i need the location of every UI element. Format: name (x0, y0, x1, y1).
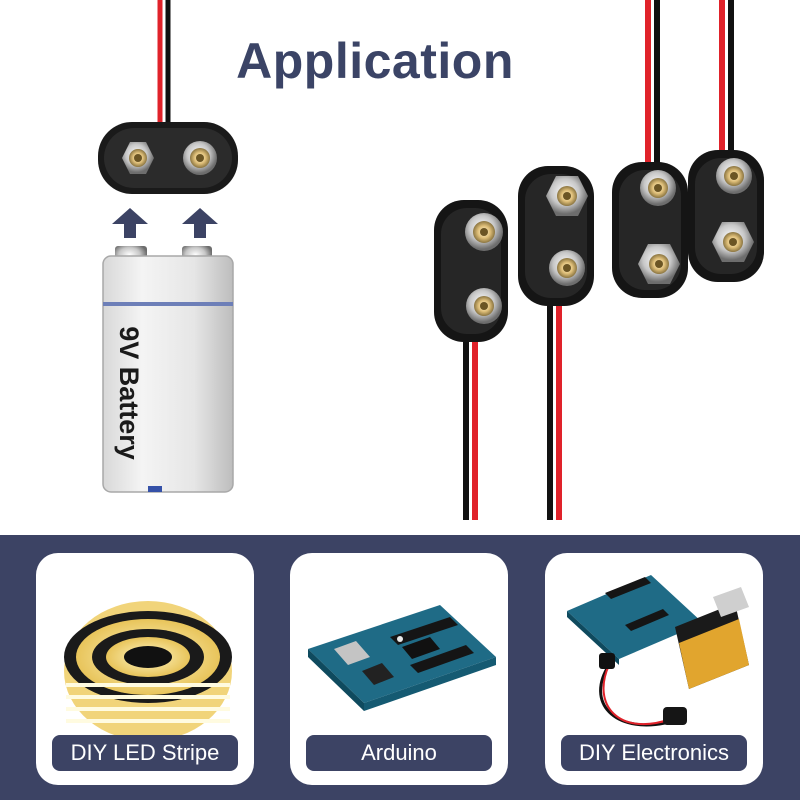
led-strip-reel-icon (64, 601, 232, 741)
battery-clip-top (98, 122, 238, 194)
application-card-led: DIY LED Stripe (36, 553, 254, 785)
application-label-electronics: DIY Electronics (561, 735, 747, 771)
battery-9v (102, 246, 234, 493)
battery-label-container: 9V Battery (114, 326, 144, 460)
battery-clip-4 (688, 0, 764, 282)
application-label-led: DIY LED Stripe (52, 735, 238, 771)
clip-wires-left (157, 0, 171, 125)
battery-clip-1 (434, 200, 508, 520)
application-label-arduino: Arduino (306, 735, 492, 771)
arrow-up-icon (112, 208, 218, 238)
application-card-electronics: DIY Electronics (545, 553, 763, 785)
battery-clip-2 (518, 166, 594, 520)
battery-label: 9V Battery (114, 326, 144, 460)
battery-clip-illustration (98, 0, 764, 520)
battery-clip-3 (612, 0, 688, 298)
application-card-arduino: Arduino (290, 553, 508, 785)
page-title: Application (236, 33, 514, 89)
arduino-with-9v-battery-icon (567, 575, 749, 727)
arduino-board-icon (308, 605, 496, 711)
